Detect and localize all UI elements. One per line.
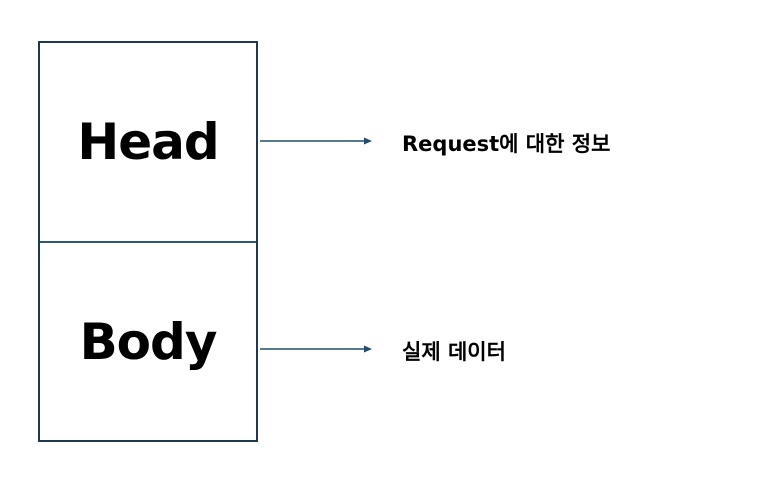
head-label: Head: [77, 113, 219, 171]
body-label: Body: [79, 312, 218, 371]
head-section: Head: [40, 43, 256, 243]
head-description: Request에 대한 정보: [402, 132, 611, 156]
body-arrow: [260, 345, 372, 353]
message-structure-box: Head Body: [38, 41, 258, 442]
body-description: 실제 데이터: [402, 340, 506, 364]
body-section: Body: [40, 243, 256, 440]
head-arrow: [260, 137, 372, 145]
